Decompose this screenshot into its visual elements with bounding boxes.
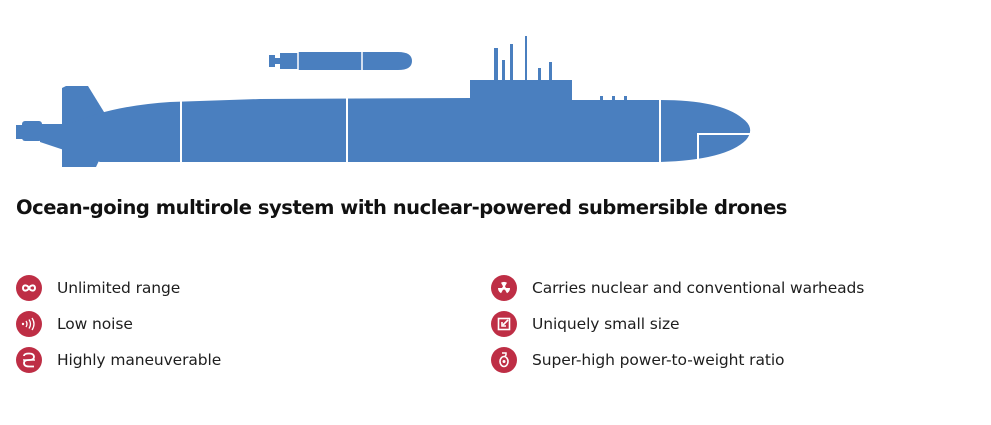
drone-torpedo bbox=[269, 52, 412, 70]
feature-label: Carries nuclear and conventional warhead… bbox=[532, 279, 865, 297]
feature-warheads: Carries nuclear and conventional warhead… bbox=[491, 274, 864, 302]
feature-power-to-weight: Super-high power-to-weight ratio bbox=[491, 346, 785, 374]
weight-icon bbox=[491, 347, 517, 373]
submarine-illustration bbox=[16, 36, 752, 167]
feature-unlimited-range: Unlimited range bbox=[16, 274, 180, 302]
feature-label: Low noise bbox=[57, 315, 133, 333]
feature-low-noise: Low noise bbox=[16, 310, 133, 338]
feature-label: Highly maneuverable bbox=[57, 351, 222, 369]
infinity-icon bbox=[16, 275, 42, 301]
feature-label: Unlimited range bbox=[57, 279, 181, 297]
s-curve-icon bbox=[16, 347, 42, 373]
feature-maneuverable: Highly maneuverable bbox=[16, 346, 221, 374]
feature-small-size: Uniquely small size bbox=[491, 310, 680, 338]
small-size-icon bbox=[491, 311, 517, 337]
feature-label: Uniquely small size bbox=[532, 315, 680, 333]
radiation-icon bbox=[491, 275, 517, 301]
feature-label: Super-high power-to-weight ratio bbox=[532, 351, 785, 369]
sound-waves-icon bbox=[16, 311, 42, 337]
submarine bbox=[16, 36, 752, 167]
headline: Ocean-going multirole system with nuclea… bbox=[16, 196, 787, 219]
